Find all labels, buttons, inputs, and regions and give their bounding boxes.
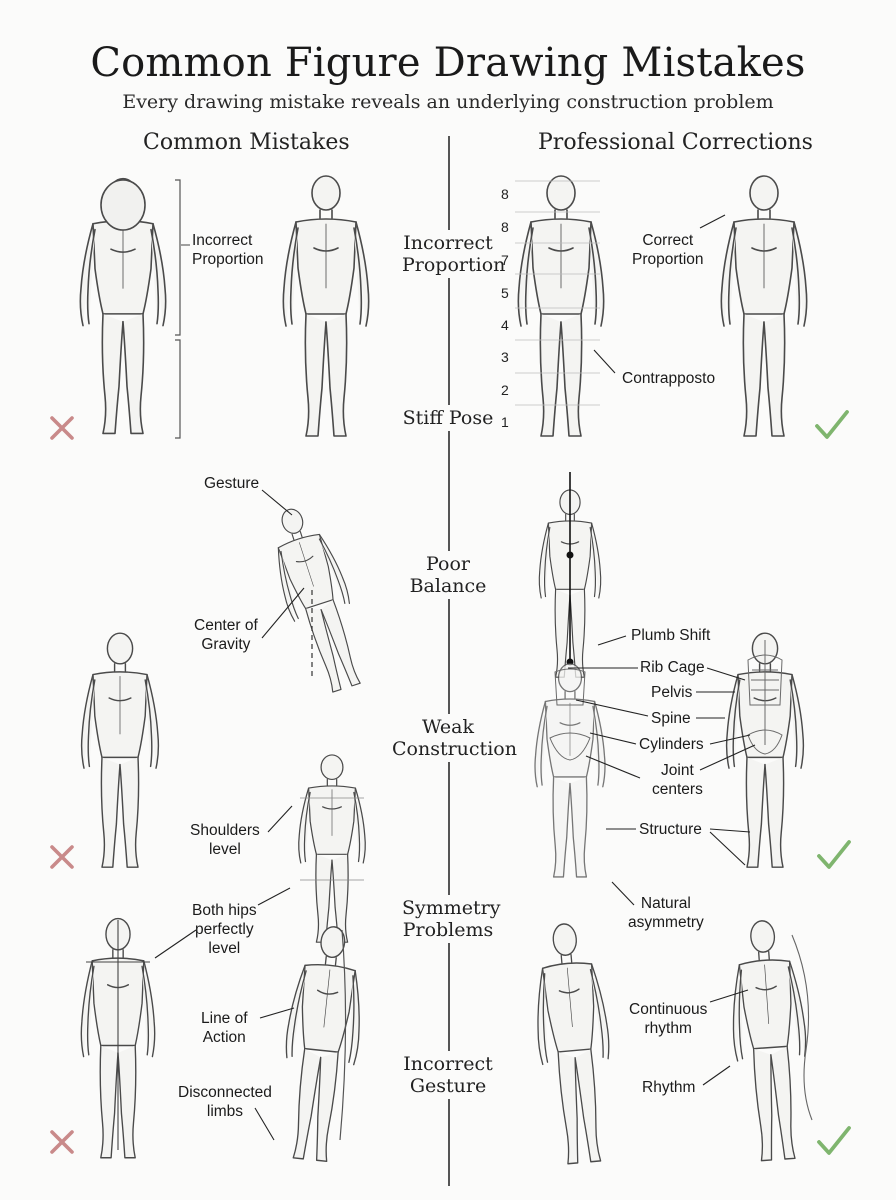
section-label-symmetry-problems: Symmetry Problems xyxy=(398,895,500,943)
head-scale-tick: 2 xyxy=(501,382,509,398)
correct-check-icon xyxy=(817,840,851,869)
label-rhythm: Rhythm xyxy=(642,1079,696,1096)
page-subtitle: Every drawing mistake reveals an underly… xyxy=(122,91,774,113)
label-plumb-shift: Plumb Shift xyxy=(631,627,711,644)
column-heading-mistakes: Common Mistakes xyxy=(143,130,350,155)
head-scale-tick: 8 xyxy=(501,219,509,235)
section-label-incorrect-proportion: Incorrect Proportion xyxy=(398,230,505,278)
page-title: Common Figure Drawing Mistakes xyxy=(90,40,806,86)
head-scale-tick: 8 xyxy=(501,186,509,202)
wrong-mark-icon xyxy=(50,845,74,869)
section-label-weak-construction: Weak Construction xyxy=(388,714,517,762)
correct-check-icon xyxy=(817,1126,851,1155)
column-heading-corrections: Professional Corrections xyxy=(538,130,813,155)
label-both-hips-level: Both hips perfectly level xyxy=(192,902,257,957)
section-label-stiff-pose: Stiff Pose xyxy=(398,405,498,431)
label-disconnected-limbs: Disconnected limbs xyxy=(178,1084,272,1120)
label-pelvis: Pelvis xyxy=(651,684,693,701)
label-incorrect-proportion: Incorrect Proportion xyxy=(192,232,264,268)
label-contrapposto: Contrapposto xyxy=(622,370,716,387)
label-correct-proportion: Correct Proportion xyxy=(632,232,704,268)
head-scale-tick: 4 xyxy=(501,317,509,333)
head-scale-tick: 3 xyxy=(501,349,509,365)
center-divider xyxy=(448,136,450,1186)
label-gesture: Gesture xyxy=(204,475,260,492)
label-continuous-rhythm: Continuous rhythm xyxy=(629,1001,708,1037)
label-shoulders-level: Shoulders level xyxy=(190,822,260,858)
label-cylinders: Cylinders xyxy=(639,736,704,753)
head-scale-tick: 5 xyxy=(501,285,509,301)
label-spine: Spine xyxy=(651,710,691,727)
label-joint-centers: Joint centers xyxy=(652,762,703,798)
label-natural-asymmetry: Natural asymmetry xyxy=(628,895,704,931)
wrong-mark-icon xyxy=(50,416,74,440)
section-label-poor-balance: Poor Balance xyxy=(405,551,491,599)
wrong-mark-icon xyxy=(50,1130,74,1154)
head-scale-tick: 1 xyxy=(501,414,509,430)
label-line-of-action: Line of Action xyxy=(201,1010,248,1046)
correct-check-icon xyxy=(815,410,849,439)
section-label-incorrect-gesture: Incorrect Gesture xyxy=(398,1051,498,1099)
label-center-of-gravity: Center of Gravity xyxy=(194,617,258,653)
label-rib-cage: Rib Cage xyxy=(640,659,705,676)
label-structure: Structure xyxy=(639,821,702,838)
head-scale-tick: 7 xyxy=(501,252,509,268)
